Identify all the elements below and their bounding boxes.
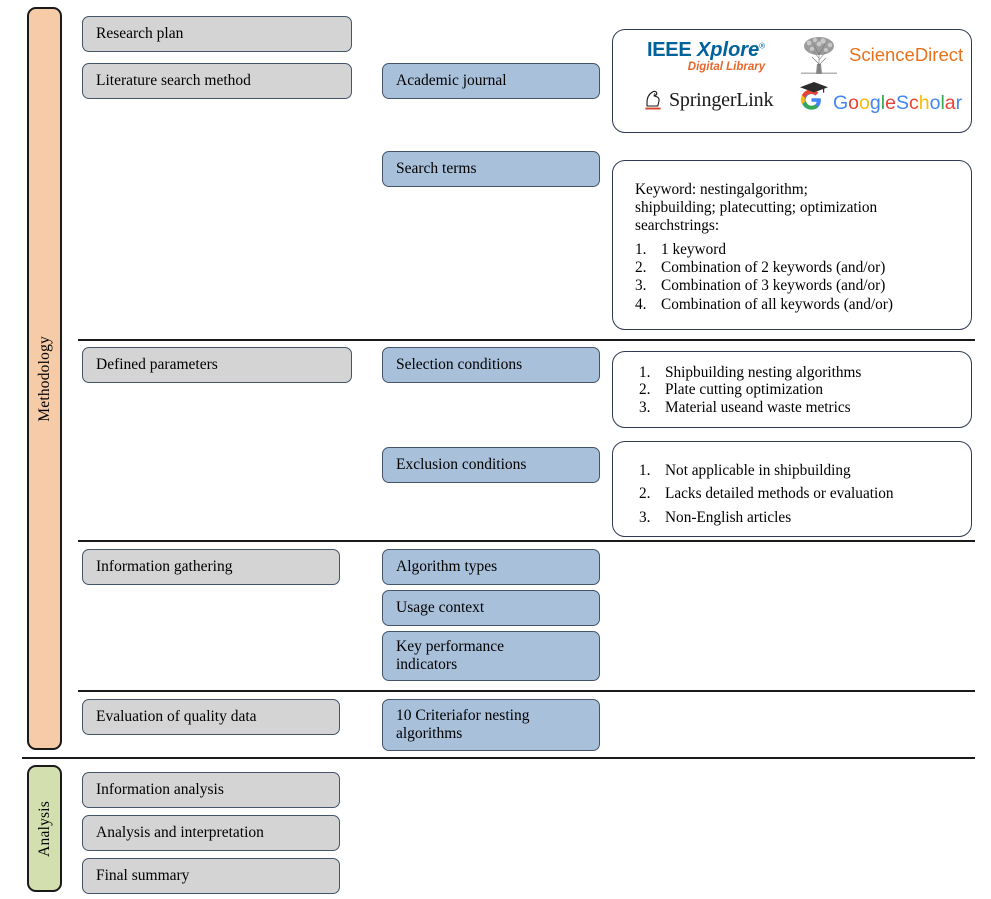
- springer-knight-icon: [643, 88, 663, 112]
- stage-box-literature-search-method[interactable]: Literature search method: [82, 63, 352, 99]
- google-scholar-word-google: Google: [833, 91, 896, 114]
- list-item: 2. Lacks detailed methods or evaluation: [639, 482, 959, 505]
- phase-label-analysis: Analysis: [35, 800, 53, 857]
- detail-label-key-performance-indicators: Key performance indicators: [396, 637, 505, 673]
- search-terms-list: 1. 1 keyword 2. Combination of 2 keyword…: [635, 241, 961, 314]
- search-terms-intro: Keyword: nestingalgorithm; shipbuilding;…: [635, 181, 878, 235]
- stage-box-information-analysis[interactable]: Information analysis: [82, 772, 340, 808]
- list-item-number: 3.: [639, 508, 651, 526]
- stage-label-final-summary: Final summary: [96, 866, 190, 884]
- stage-label-research-plan: Research plan: [96, 24, 184, 42]
- divider-parameters: [78, 339, 975, 341]
- stage-label-literature-search-method: Literature search method: [96, 71, 251, 89]
- detail-label-search-terms: Search terms: [396, 159, 477, 177]
- detail-label-usage-context: Usage context: [396, 598, 485, 616]
- list-item-text: Combination of all keywords (and/or): [661, 295, 893, 313]
- phase-bar-methodology: Methodology: [27, 7, 62, 750]
- list-item-number: 4.: [635, 295, 647, 313]
- list-item-text: Combination of 2 keywords (and/or): [661, 259, 886, 277]
- divider-evaluation: [78, 690, 975, 692]
- selection-conditions-panel: 1. Shipbuilding nesting algorithms 2. Pl…: [612, 351, 972, 428]
- detail-box-usage-context[interactable]: Usage context: [382, 590, 600, 626]
- list-item-text: 1 keyword: [661, 241, 726, 258]
- ieee-logo-italic-text: Xplore: [696, 39, 760, 61]
- detail-label-academic-journal: Academic journal: [396, 71, 507, 89]
- google-scholar-logo: GoogleScholar: [799, 82, 962, 114]
- detail-box-selection-conditions[interactable]: Selection conditions: [382, 347, 600, 383]
- list-item: 1. Shipbuilding nesting algorithms: [639, 364, 959, 381]
- list-item-text: Combination of 3 keywords (and/or): [661, 277, 886, 295]
- list-item-number: 2.: [635, 259, 647, 277]
- springerlink-logo: SpringerLink: [643, 88, 773, 112]
- sciencedirect-logo: ScienceDirect: [798, 34, 963, 76]
- stage-label-analysis-and-interpretation: Analysis and interpretation: [96, 823, 264, 841]
- detail-box-search-terms[interactable]: Search terms: [382, 151, 600, 187]
- list-item-text: Lacks detailed methods or evaluation: [665, 485, 894, 503]
- list-item: 3. Non-English articles: [639, 506, 959, 529]
- google-scholar-word-scholar: Scholar: [895, 91, 963, 114]
- list-item: 2. Plate cutting optimization: [639, 381, 959, 398]
- list-item-number: 2.: [639, 381, 651, 399]
- database-logos-panel: IEEE Xplore® Digital Library SpringerLin…: [612, 29, 972, 133]
- list-item-text: Plate cutting optimization: [665, 381, 824, 399]
- detail-box-exclusion-conditions[interactable]: Exclusion conditions: [382, 447, 600, 483]
- list-item: 3. Material useand waste metrics: [639, 399, 959, 416]
- ieee-logo-subtitle: Digital Library: [687, 61, 766, 73]
- stage-label-evaluation-of-quality-data: Evaluation of quality data: [96, 707, 257, 725]
- list-item: 1. 1 keyword: [635, 241, 961, 259]
- exclusion-conditions-list: 1. Not applicable in shipbuilding 2. Lac…: [639, 459, 959, 529]
- registered-trademark-icon: ®: [759, 41, 766, 51]
- detail-box-key-performance-indicators[interactable]: Key performance indicators: [382, 631, 600, 681]
- list-item: 4. Combination of all keywords (and/or): [635, 296, 961, 314]
- stage-box-evaluation-of-quality-data[interactable]: Evaluation of quality data: [82, 699, 340, 735]
- list-item-number: 1.: [639, 462, 651, 479]
- google-scholar-g-icon: [799, 82, 829, 114]
- list-item-number: 3.: [635, 277, 647, 295]
- list-item-number: 2.: [639, 485, 651, 503]
- search-terms-panel: Keyword: nestingalgorithm; shipbuilding;…: [612, 160, 972, 330]
- list-item-text: Material useand waste metrics: [665, 398, 851, 416]
- detail-box-algorithm-types[interactable]: Algorithm types: [382, 549, 600, 585]
- list-item: 3. Combination of 3 keywords (and/or): [635, 277, 961, 295]
- sciencedirect-logo-text: ScienceDirect: [849, 44, 964, 65]
- detail-box-academic-journal[interactable]: Academic journal: [382, 63, 600, 99]
- detail-label-exclusion-conditions: Exclusion conditions: [396, 455, 527, 473]
- phase-bar-analysis: Analysis: [27, 765, 62, 892]
- stage-label-information-gathering: Information gathering: [96, 557, 233, 575]
- phase-label-methodology: Methodology: [35, 335, 53, 422]
- springerlink-logo-text: SpringerLink: [669, 88, 774, 111]
- ieee-xplore-logo: IEEE Xplore® Digital Library: [647, 40, 765, 73]
- list-item-number: 1.: [635, 241, 647, 258]
- detail-label-selection-conditions: Selection conditions: [396, 355, 523, 373]
- divider-phase-analysis: [22, 757, 975, 759]
- detail-label-criteria-nesting-algorithms: 10 Criteriafor nesting algorithms: [396, 706, 530, 742]
- exclusion-conditions-panel: 1. Not applicable in shipbuilding 2. Lac…: [612, 441, 972, 537]
- list-item-text: Not applicable in shipbuilding: [665, 462, 851, 479]
- detail-label-algorithm-types: Algorithm types: [396, 557, 498, 575]
- stage-box-research-plan[interactable]: Research plan: [82, 16, 352, 52]
- sciencedirect-tree-icon: [798, 34, 840, 76]
- stage-box-defined-parameters[interactable]: Defined parameters: [82, 347, 352, 383]
- list-item-number: 3.: [639, 398, 651, 416]
- list-item: 1. Not applicable in shipbuilding: [639, 459, 959, 482]
- divider-information-gathering: [78, 540, 975, 542]
- stage-box-final-summary[interactable]: Final summary: [82, 858, 340, 894]
- stage-label-defined-parameters: Defined parameters: [96, 355, 218, 373]
- list-item-text: Non-English articles: [665, 508, 792, 526]
- ieee-logo-bold-text: IEEE: [647, 39, 692, 61]
- selection-conditions-list: 1. Shipbuilding nesting algorithms 2. Pl…: [639, 364, 959, 416]
- detail-box-criteria-nesting-algorithms[interactable]: 10 Criteriafor nesting algorithms: [382, 699, 600, 751]
- stage-box-information-gathering[interactable]: Information gathering: [82, 549, 340, 585]
- list-item-text: Shipbuilding nesting algorithms: [665, 364, 862, 381]
- stage-box-analysis-and-interpretation[interactable]: Analysis and interpretation: [82, 815, 340, 851]
- list-item-number: 1.: [639, 364, 651, 381]
- stage-label-information-analysis: Information analysis: [96, 780, 224, 798]
- list-item: 2. Combination of 2 keywords (and/or): [635, 259, 961, 277]
